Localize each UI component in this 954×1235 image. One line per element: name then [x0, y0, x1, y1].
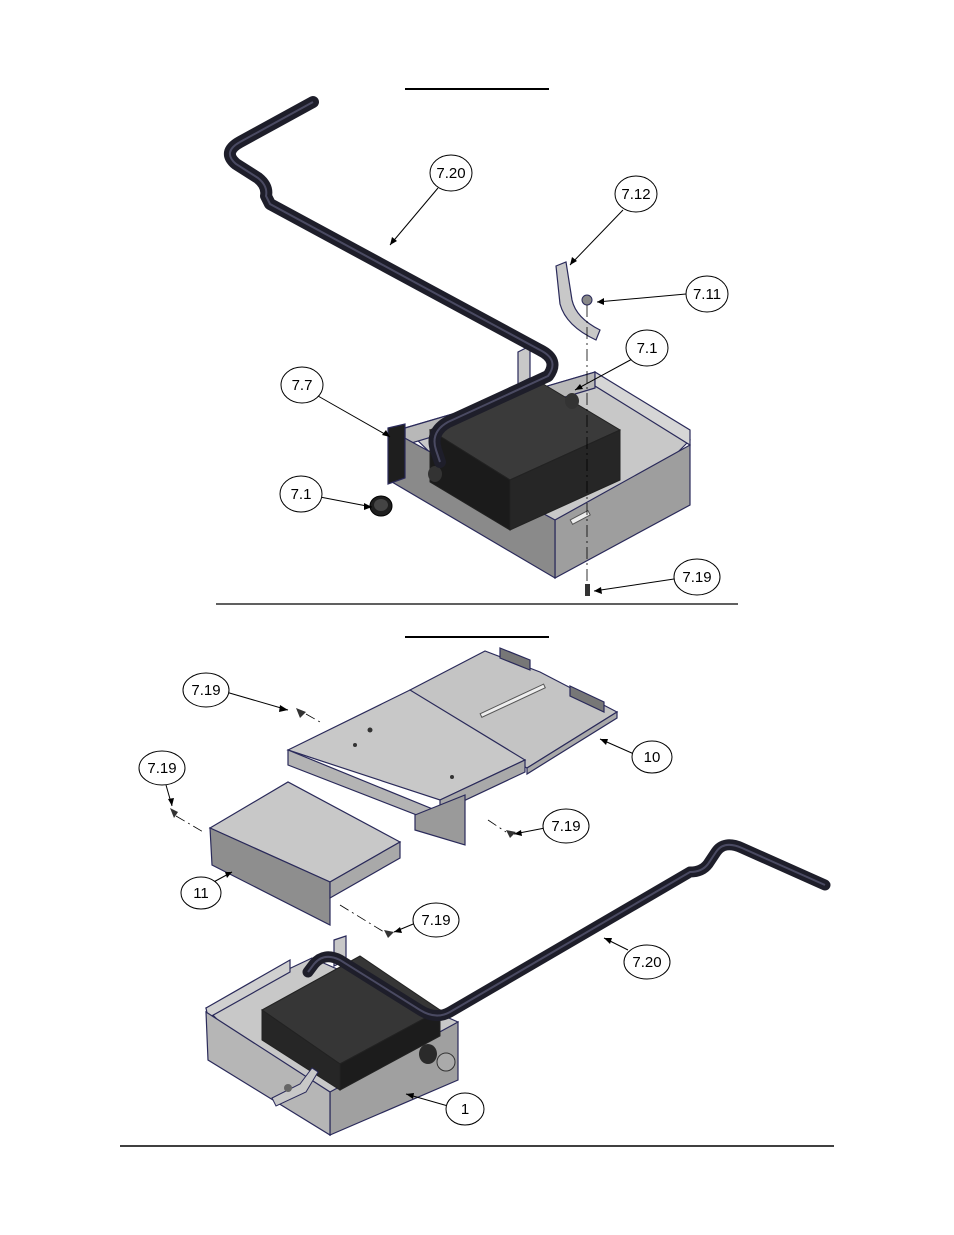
svg-text:7.19: 7.19: [191, 682, 220, 699]
bottom-assembly: [170, 647, 831, 1137]
callout-7-20-top: 7.20: [429, 154, 473, 192]
screw-7-19-c: [506, 830, 516, 838]
callout-7-19-a: 7.19: [182, 672, 230, 708]
side-hole: [428, 466, 442, 482]
top-assembly: [224, 96, 691, 596]
hole-c: [450, 775, 454, 779]
tray-1-left-wall: [205, 1010, 331, 1137]
bracket-tab: [517, 345, 531, 385]
svg-text:7.11: 7.11: [693, 286, 721, 303]
callout-7-19-c: 7.19: [542, 808, 590, 844]
handle-rod-7-20-bottom: [302, 839, 831, 1021]
cover-tab-back: [499, 647, 531, 671]
battery-block-side: [429, 429, 511, 531]
callout-7-20-bottom: 7.20: [623, 944, 671, 980]
bottom-leaders: [165, 691, 635, 1107]
callout-7-1-grommet: 7.1: [625, 329, 669, 367]
nut-7-11: [581, 294, 593, 306]
battery-block-1-side: [339, 1009, 441, 1091]
callout-7-19-top: 7.19: [673, 558, 721, 596]
svg-text:11: 11: [193, 885, 209, 902]
svg-text:7.19: 7.19: [147, 760, 176, 777]
svg-text:7.12: 7.12: [621, 186, 650, 203]
callout-10: 10: [631, 740, 673, 774]
screw-7-19-d: [384, 930, 394, 938]
callout-11: 11: [180, 876, 222, 910]
hole-b: [353, 743, 357, 747]
callout-1: 1: [445, 1092, 485, 1126]
svg-text:7.20: 7.20: [436, 165, 465, 182]
front-cap: [436, 1052, 456, 1072]
align-c: [487, 819, 507, 833]
svg-text:7.19: 7.19: [551, 818, 580, 835]
svg-text:7.1: 7.1: [637, 340, 658, 357]
cover-plate-11-lower-side: [329, 840, 401, 900]
hole-a: [367, 727, 373, 733]
svg-text:7.19: 7.19: [421, 912, 450, 929]
front-grommet: [419, 1044, 437, 1064]
callout-7-11: 7.11: [685, 275, 729, 313]
svg-text:7.1: 7.1: [291, 486, 312, 503]
callout-7-19-d: 7.19: [412, 902, 460, 938]
end-plate-7-7: [387, 423, 406, 485]
strap-nut: [284, 1084, 292, 1092]
top-leaders: [317, 187, 687, 594]
callout-7-1-cap: 7.1: [279, 475, 323, 513]
svg-text:7.19: 7.19: [682, 569, 711, 586]
svg-text:7.7: 7.7: [292, 377, 313, 394]
callout-7-12: 7.12: [614, 175, 658, 213]
screw-7-19-a: [296, 708, 306, 718]
handle-rod-7-20-bottom-highlight: [307, 843, 826, 1017]
cover-slot: [479, 683, 546, 719]
floor-slot: [569, 509, 591, 526]
back-grommet: [565, 393, 579, 409]
svg-text:10: 10: [644, 749, 661, 766]
svg-text:1: 1: [461, 1101, 469, 1118]
screw-7-19-top: [585, 584, 590, 596]
align-a: [305, 713, 321, 723]
callout-7-19-b: 7.19: [138, 750, 186, 786]
screw-7-19-b: [170, 808, 178, 818]
cover-plate-10-edge: [526, 710, 618, 776]
cover-tab-right: [569, 685, 605, 713]
cover-plate-11-bracket: [414, 794, 466, 846]
align-b: [175, 815, 206, 834]
handle-rod-7-20-highlight: [229, 101, 554, 463]
callout-7-7: 7.7: [280, 366, 324, 404]
cap-7-1-rim: [374, 499, 388, 511]
strap-7-12: [555, 261, 601, 341]
cover-plate-11-lower-front: [209, 827, 331, 926]
svg-text:7.20: 7.20: [632, 954, 661, 971]
strap-bottom: [271, 1067, 319, 1107]
align-d: [339, 904, 385, 933]
